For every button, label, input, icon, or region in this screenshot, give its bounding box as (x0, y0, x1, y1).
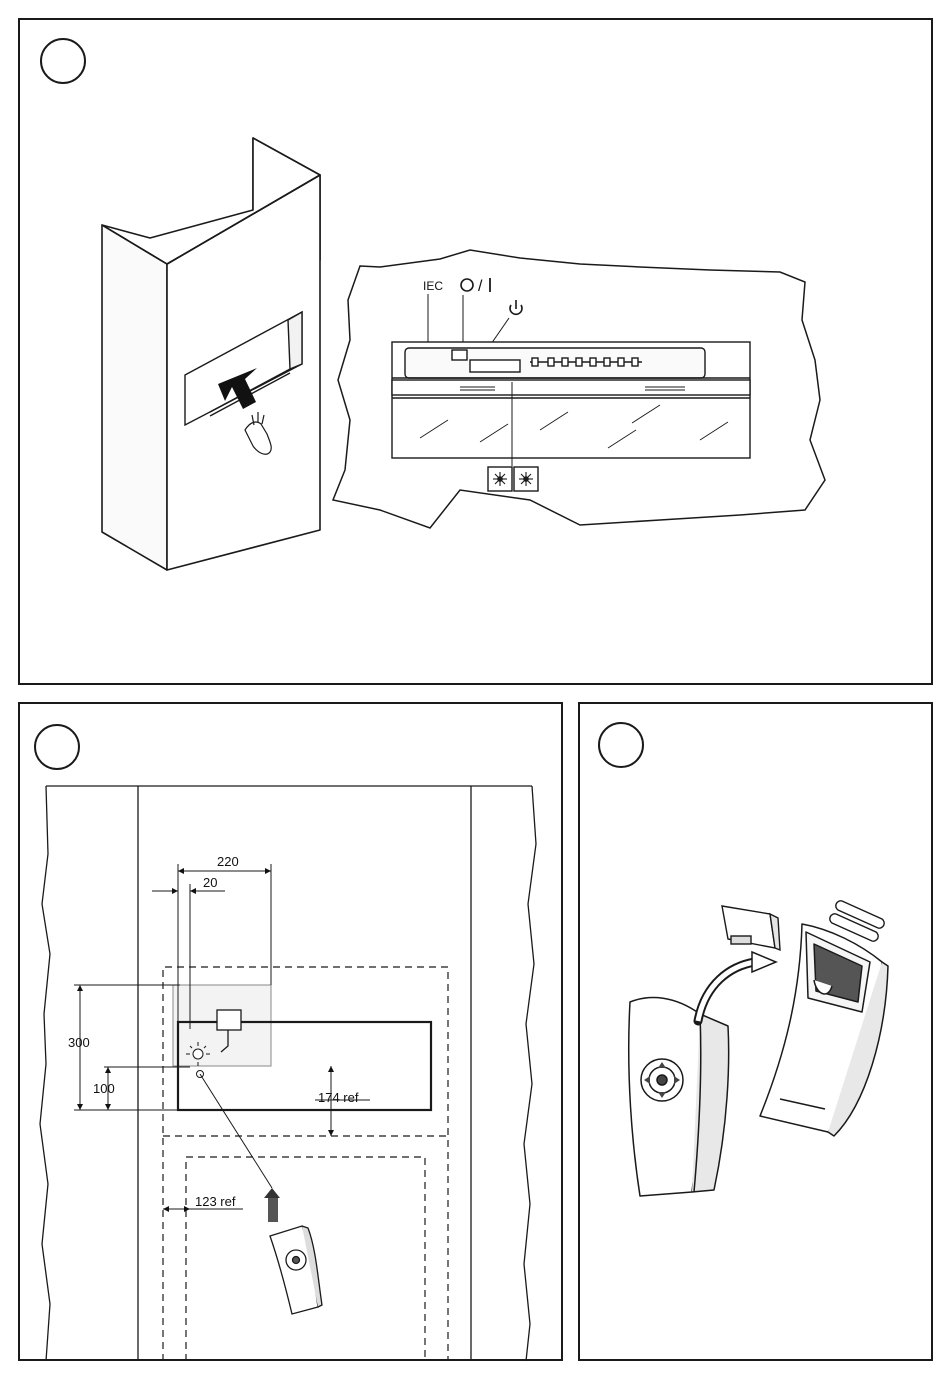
dimension-123-ref: 123 ref (195, 1194, 236, 1209)
remote-front (629, 998, 729, 1196)
wall-mounting-drawing: 220 20 300 100 174 ref 123 ref (20, 704, 565, 1363)
step-panel-2: 220 20 300 100 174 ref 123 ref (18, 702, 563, 1361)
signal-arrow-icon (264, 1188, 280, 1222)
dimension-300: 300 (68, 1035, 90, 1050)
fireplace-front-elevation (392, 342, 750, 458)
remote-back-open (760, 924, 888, 1136)
iec-label: IEC (423, 279, 443, 293)
dimension-20: 20 (203, 875, 217, 890)
fireplace-installation-drawing: IEC / (20, 20, 935, 687)
step-panel-3 (578, 702, 933, 1361)
battery-cover-icon (722, 906, 780, 950)
dimension-174-ref: 174 ref (318, 1090, 359, 1105)
aim-line (200, 1074, 272, 1188)
insert-arrow-icon (698, 952, 776, 1021)
dimension-220: 220 (217, 854, 239, 869)
dimension-100: 100 (93, 1081, 115, 1096)
battery-insertion-drawing (580, 704, 935, 1363)
svg-text:/: / (478, 278, 483, 295)
remote-control-icon (270, 1226, 322, 1314)
step-panel-1: IEC / (18, 18, 933, 685)
